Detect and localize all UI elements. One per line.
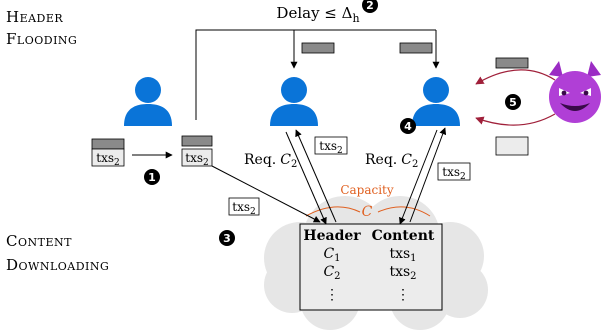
upload-arrow xyxy=(211,165,321,223)
section-label-content: Content xyxy=(6,232,72,250)
table-cell: C2 xyxy=(323,264,340,282)
download-arrow xyxy=(295,129,337,223)
attack-arrow xyxy=(475,69,556,85)
attacker-empty-content xyxy=(495,136,529,156)
table-header-header: Header xyxy=(303,228,361,244)
table-cell: txs1 xyxy=(389,246,416,264)
step-badge-4: 4 xyxy=(400,118,416,134)
svg-text:4: 4 xyxy=(404,120,412,133)
svg-text:txs2: txs2 xyxy=(232,200,255,217)
step-badge-2: 2 xyxy=(362,0,378,13)
svg-text:txs2: txs2 xyxy=(319,139,342,156)
table-cell: ⋮ xyxy=(396,287,410,303)
attacker-header-bar xyxy=(495,57,529,69)
svg-text:3: 3 xyxy=(223,232,231,245)
capacity-label: Capacity xyxy=(340,183,394,197)
svg-text:2: 2 xyxy=(366,0,374,12)
user-icon xyxy=(412,77,460,126)
capacity-indicator: Capacity C xyxy=(305,183,431,220)
txs-box: txs2 xyxy=(228,197,260,217)
request-label: Req.C2 xyxy=(365,152,418,170)
header-content-table: Header Content C1 txs1 C2 txs2 ⋮ ⋮ xyxy=(299,223,443,311)
request-label: Req.C2 xyxy=(244,152,297,170)
devil-face-icon xyxy=(549,61,601,123)
svg-text:txs2: txs2 xyxy=(96,151,119,168)
header-bar xyxy=(301,42,335,54)
request-arrow xyxy=(399,129,438,225)
table-header-content: Content xyxy=(372,228,435,244)
user-icon xyxy=(270,77,318,126)
txs-box: txs2 xyxy=(314,136,348,156)
capacity-var: C xyxy=(362,204,373,220)
txs-box: txs2 xyxy=(437,162,471,182)
table-cell: txs2 xyxy=(389,264,416,282)
txs-box: txs2 xyxy=(181,148,213,168)
table-cell: ⋮ xyxy=(325,287,339,303)
download-arrow xyxy=(409,127,447,223)
section-label-header: Header xyxy=(6,8,63,26)
svg-text:5: 5 xyxy=(509,96,517,109)
section-label-flooding: Flooding xyxy=(6,30,77,48)
step-badge-5: 5 xyxy=(505,94,521,110)
svg-text:txs2: txs2 xyxy=(442,165,465,182)
delay-label: Delay ≤ Δh xyxy=(276,4,359,25)
step-badge-1: 1 xyxy=(144,169,160,185)
request-arrow xyxy=(285,131,327,225)
header-bar xyxy=(399,42,433,54)
svg-text:txs2: txs2 xyxy=(185,151,208,168)
delay-bracket: Delay ≤ Δh xyxy=(195,0,440,120)
table-cell: C1 xyxy=(323,246,340,264)
svg-text:1: 1 xyxy=(148,171,156,184)
section-label-downloading: Downloading xyxy=(6,256,109,274)
header-bar xyxy=(91,138,125,150)
txs-box: txs2 xyxy=(91,148,125,168)
attack-arrow xyxy=(475,113,556,126)
step-badge-3: 3 xyxy=(219,230,235,246)
header-bar xyxy=(181,135,213,147)
user-icon xyxy=(124,77,172,126)
